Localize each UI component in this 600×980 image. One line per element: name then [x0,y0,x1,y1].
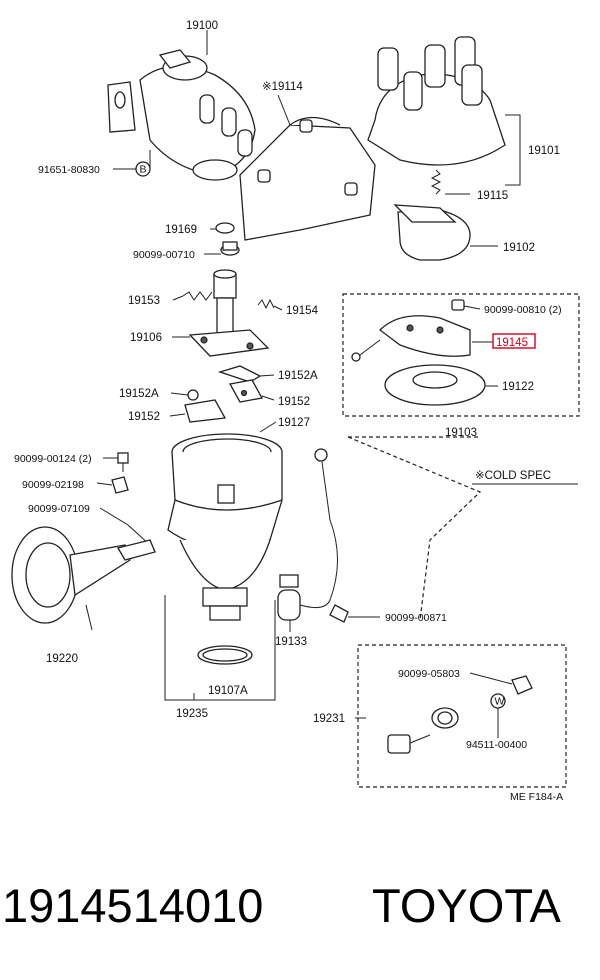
label-19235: 19235 [176,708,208,720]
label-90099-05803: 90099-05803 [398,668,460,680]
label-19114: ※19114 [262,81,303,93]
cap-19114[interactable] [239,116,376,241]
marker-b-text: B [140,164,147,176]
screw-90099-00871[interactable] [329,604,349,623]
label-90099-00710: 90099-00710 [133,249,195,261]
terminal-bolt[interactable] [387,734,431,754]
label-19122: 19122 [502,381,534,393]
label-19220: 19220 [46,653,78,665]
nut-90099-05803[interactable] [511,675,533,695]
governor-shaft-19106[interactable] [188,269,270,357]
label-19100: 19100 [186,20,218,32]
carbon-spring-19115[interactable] [430,169,442,195]
weight-19152-left[interactable] [184,399,227,423]
housing-19127[interactable] [167,433,283,665]
clip-90099-02198[interactable] [111,476,129,494]
label-19152a-right: 19152A [278,370,318,382]
screw-90099-00810[interactable] [451,299,465,311]
label-19231: 19231 [313,713,345,725]
leader-lines [96,30,513,738]
label-19152-right: 19152 [278,396,310,408]
kit-box-19231 [357,644,567,788]
terminal-94511-00400[interactable] [431,707,459,729]
rotor-19102[interactable] [393,204,471,261]
label-94511-00400: 94511-00400 [466,739,527,751]
spring-19153 [182,291,213,301]
label-19106: 19106 [130,332,162,344]
screw-90099-00710[interactable] [220,241,240,256]
condenser-19133[interactable] [277,448,338,621]
breaker-plate-19122[interactable] [384,364,486,406]
part-number: 1914514010 [2,879,263,932]
label-91651-80830: 91651-80830 [38,164,100,176]
leader-dashed [347,436,482,621]
spring-19154 [257,298,275,310]
weight-19152a-right[interactable] [217,365,262,383]
vacuum-advancer-19220[interactable] [11,526,156,631]
label-19101: 19101 [528,145,560,157]
label-90099-07109: 90099-07109 [28,503,90,515]
distributor-assembly-19100[interactable] [107,49,256,181]
distributor-cap-19101[interactable] [367,36,521,186]
label-19127: 19127 [278,417,310,429]
label-19103: 19103 [445,427,477,439]
label-19152-left: 19152 [128,411,160,423]
cold-spec-note: ※COLD SPEC [475,470,551,482]
breaker-points-19145[interactable] [351,315,471,362]
label-19102: 19102 [503,242,535,254]
label-90099-00871: 90099-00871 [385,612,447,624]
diagram-ref-code: ME F184-A [510,791,563,803]
label-19154: 19154 [286,305,319,317]
label-19145[interactable]: 19145 [496,337,528,349]
highlight-box-19145 [492,333,536,349]
breaker-box-19103 [342,293,580,417]
label-19107a: 19107A [208,685,248,697]
label-90099-02198: 90099-02198 [22,479,84,491]
screw-90099-00124[interactable] [117,452,129,472]
washer-19169[interactable] [215,222,235,234]
brand-name: TOYOTA [372,879,562,932]
weight-19152-right[interactable] [228,379,264,403]
label-19169: 19169 [165,224,197,236]
label-19115: 19115 [477,190,508,202]
label-19153: 19153 [128,295,160,307]
label-19152a-left: 19152A [119,388,159,400]
marker-w-text: W [495,696,505,708]
clip-19152a-left[interactable] [187,389,199,401]
label-90099-00124: 90099-00124 (2) [14,453,92,465]
label-90099-00810: 90099-00810 (2) [484,304,562,316]
label-19133: 19133 [275,636,307,648]
